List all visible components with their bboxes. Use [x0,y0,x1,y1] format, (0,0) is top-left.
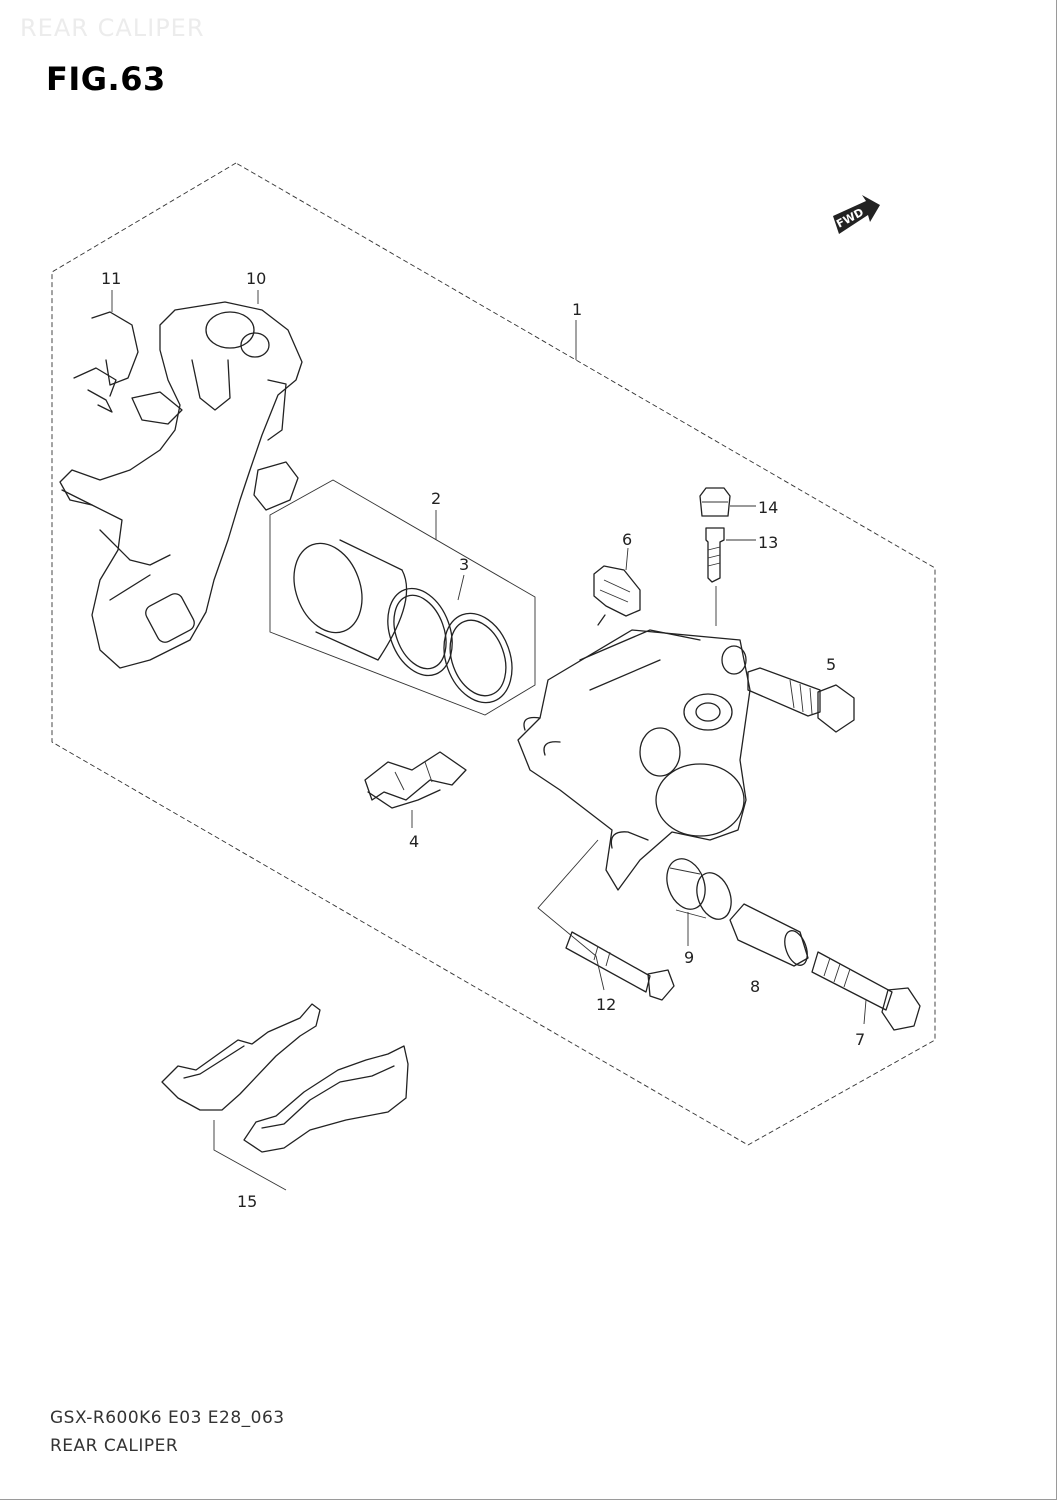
slide-pin-part [729,903,809,967]
piston-part [293,539,408,661]
assembly-boundary [51,162,936,1146]
pad-clip-part [364,751,467,809]
pad-spring-part [73,311,183,425]
callout-3: 3 [459,555,469,574]
callout-15: 15 [237,1192,257,1211]
pin-sleeve-part [666,858,732,920]
mounting-bolt-part [565,931,675,1001]
callout-6: 6 [622,530,632,549]
watermark-title: REAR CALIPER [20,14,205,42]
callout-5: 5 [826,655,836,674]
model-code: GSX-R600K6 E03 E28_063 [50,1408,285,1428]
bleeder-valve-part [705,527,725,583]
caliper-bolt-part [747,667,855,733]
callout-7: 7 [855,1030,865,1049]
dust-cap-part [593,565,641,617]
callout-1: 1 [572,300,582,319]
callout-2: 2 [431,489,441,508]
callout-13: 13 [758,533,778,552]
callout-11: 11 [101,269,121,288]
piston-seal-part [387,587,513,704]
callout-14: 14 [758,498,778,517]
figure-title: FIG.63 [46,60,166,98]
caliper-body-part [517,614,751,891]
leader-lines [111,290,867,1191]
seal-kit-frame [269,479,536,716]
brake-pads-part [161,1003,409,1153]
fwd-direction-icon: FWD [833,195,880,234]
callout-10: 10 [246,269,266,288]
caliper-bracket-part [59,301,303,669]
callout-8: 8 [750,977,760,996]
pin-bolt-part [811,951,921,1031]
callout-labels: 1 2 3 4 5 6 7 8 9 10 11 12 13 14 15 [101,269,865,1211]
callout-4: 4 [409,832,419,851]
figure-caption: REAR CALIPER [50,1436,179,1456]
callout-12: 12 [596,995,616,1014]
bleeder-cap-part [699,487,731,517]
callout-9: 9 [684,948,694,967]
